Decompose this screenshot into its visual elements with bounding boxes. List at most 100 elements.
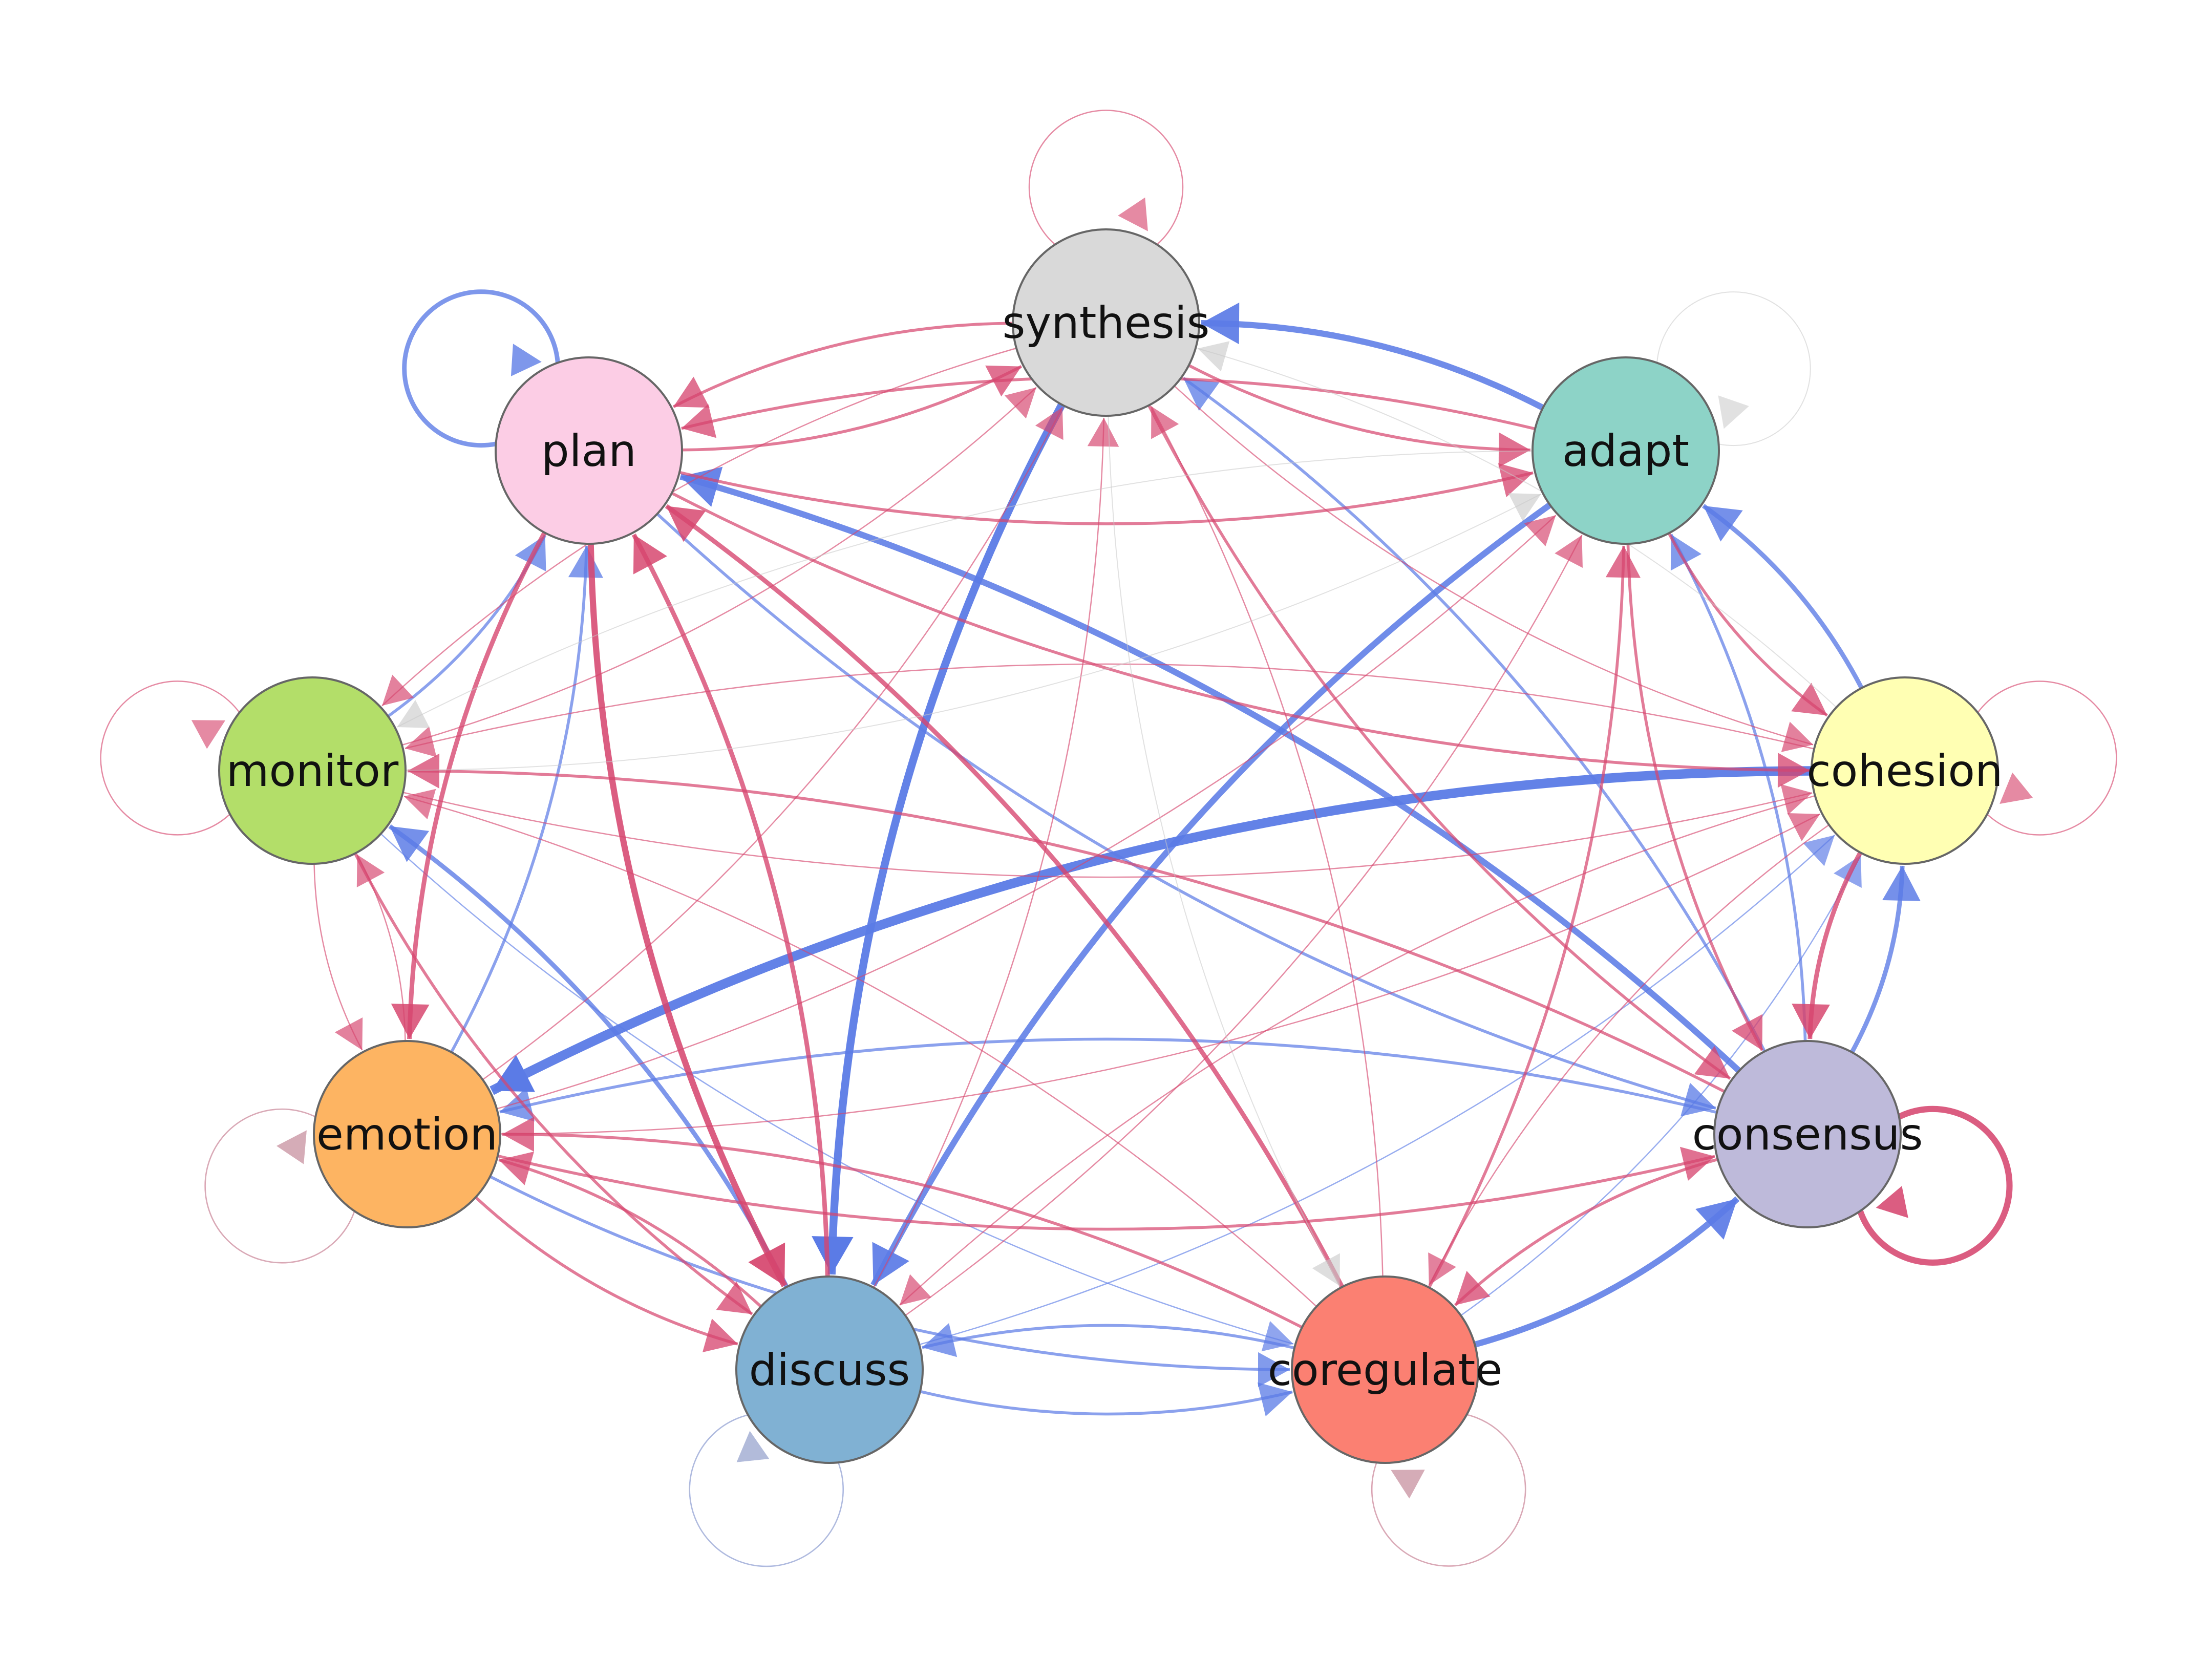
arrowhead-consensus-to-plan [680,466,723,507]
edge-adapt-to-consensus [1626,543,1764,1051]
arrowhead-plan-to-discuss [748,1242,785,1286]
node-circle-consensus[interactable] [1713,1040,1902,1228]
arrowhead-adapt-to-adapt [1718,395,1749,429]
arrowhead-consensus-to-coregulate [1455,1270,1491,1306]
arrowhead-adapt-to-monitor [397,700,430,728]
edge-coregulate-to-consensus [1474,1196,1740,1348]
arrowhead-coregulate-to-consensus [1695,1198,1738,1240]
arrowhead-plan-to-synthesis [985,365,1022,397]
arrowhead-coregulate-to-discuss [922,1323,958,1357]
node-synthesis[interactable]: synthesis [1003,228,1210,417]
edge-coregulate-to-adapt [1428,545,1626,1288]
node-circle-adapt[interactable] [1532,356,1720,545]
node-circle-plan[interactable] [495,356,683,545]
edge-emotion-to-plan [450,545,588,1053]
arrowhead-monitor-to-adapt [1508,493,1541,521]
arrowhead-monitor-to-coregulate [1261,1321,1293,1352]
arrowhead-emotion-to-synthesis [1035,407,1064,440]
arrowhead-cohesion-to-coregulate [1428,1252,1456,1285]
node-circle-cohesion[interactable] [1811,676,1999,865]
arrowhead-emotion-to-emotion [276,1130,307,1164]
edge-coregulate-to-discuss [922,1324,1295,1350]
edge-synthesis-to-adapt [1188,364,1531,452]
node-emotion[interactable]: emotion [313,1040,501,1228]
node-plan[interactable]: plan [495,356,683,545]
arrowhead-plan-to-cohesion [1777,753,1810,788]
arrowhead-consensus-to-consensus [1876,1186,1908,1218]
node-label-adapt: adapt [1562,426,1689,477]
arrowhead-emotion-to-plan [568,545,604,578]
node-circle-synthesis[interactable] [1012,228,1200,417]
arrowhead-monitor-to-emotion [334,1017,363,1050]
arrowhead-discuss-to-coregulate [1257,1382,1293,1417]
edge-cohesion-to-discuss [899,795,1816,1306]
arrowhead-synthesis-to-discuss [812,1236,854,1275]
arrowhead-cohesion-to-cohesion [2000,772,2033,804]
edge-cohesion-to-adapt [1702,504,1864,689]
edge-cohesion-to-synthesis [1197,348,1837,708]
edge-discuss-to-synthesis [873,417,1105,1288]
arrowhead-discuss-to-cohesion [1803,835,1835,866]
arrowhead-consensus-to-adapt [1670,534,1701,571]
node-circle-discuss[interactable] [735,1275,924,1464]
arrowhead-coregulate-to-plan [666,506,706,542]
arrowhead-emotion-to-adapt [1524,515,1556,546]
node-consensus[interactable]: consensus [1692,1040,1923,1228]
node-coregulate[interactable]: coregulate [1268,1275,1503,1464]
node-circle-emotion[interactable] [313,1040,501,1228]
edge-discuss-to-coregulate [920,1390,1293,1416]
arrowhead-coregulate-to-monitor [404,789,436,820]
edge-plan-to-cohesion [671,492,1810,772]
arrowhead-consensus-to-monitor [407,753,440,789]
arrowhead-discuss-to-plan [633,534,667,575]
edge-emotion-to-adapt [496,515,1557,1110]
edge-emotion-to-cohesion [500,813,1821,1135]
edges-layer [100,110,2117,1567]
node-label-cohesion: cohesion [1806,746,2003,797]
node-circle-monitor[interactable] [218,676,407,865]
arrowhead-synthesis-to-consensus [1694,1046,1730,1079]
node-discuss[interactable]: discuss [735,1275,924,1464]
node-label-plan: plan [541,426,636,477]
edge-emotion-to-consensus [497,1154,1715,1231]
edge-adapt-to-discuss [870,502,1552,1287]
edge-discuss-to-adapt [905,535,1583,1316]
edge-monitor-to-coregulate [380,833,1294,1345]
arrowhead-monitor-to-discuss [716,1281,752,1314]
edge-plan-to-discuss [587,543,788,1287]
edge-consensus-to-coregulate [1454,1158,1718,1307]
edge-coregulate-to-plan [665,504,1345,1288]
arrowhead-consensus-to-cohesion [1882,865,1921,901]
node-cohesion[interactable]: cohesion [1806,676,2003,865]
edge-coregulate-to-synthesis [1151,406,1384,1277]
edge-discuss-to-emotion [498,1158,762,1308]
edge-monitor-to-cohesion [402,792,1813,878]
edge-monitor-to-discuss [353,853,753,1315]
node-label-monitor: monitor [226,746,399,797]
arrowhead-synthesis-to-cohesion [1781,721,1814,752]
edge-consensus-to-monitor [407,769,1726,1093]
arrowhead-emotion-to-cohesion [1787,813,1820,841]
edge-consensus-to-plan [679,473,1741,1073]
arrowhead-discuss-to-monitor [390,826,430,862]
arrowhead-synthesis-to-coregulate [1312,1253,1340,1286]
arrowhead-emotion-to-monitor [356,855,385,887]
arrowhead-monitor-to-monitor [191,720,226,749]
edge-coregulate-to-emotion [502,1133,1303,1329]
arrowhead-plan-to-plan [511,344,542,376]
node-monitor[interactable]: monitor [218,676,407,865]
edge-consensus-to-emotion [499,1037,1717,1114]
edge-plan-to-synthesis [682,365,1023,452]
edge-cohesion-to-cohesion [1962,680,2117,836]
node-adapt[interactable]: adapt [1532,356,1720,545]
edge-coregulate-to-monitor [403,796,1317,1307]
node-label-emotion: emotion [316,1109,498,1160]
edge-adapt-to-monitor [396,450,1533,728]
arrowhead-cohesion-to-emotion [492,1055,535,1092]
edge-discuss-to-discuss [689,1412,844,1567]
arrowhead-adapt-to-cohesion [1791,683,1827,716]
node-circle-coregulate[interactable] [1291,1275,1479,1464]
edge-emotion-to-discuss [474,1196,738,1346]
arrowhead-cohesion-to-discuss [899,1274,931,1306]
edge-coregulate-to-cohesion [1460,855,1862,1316]
